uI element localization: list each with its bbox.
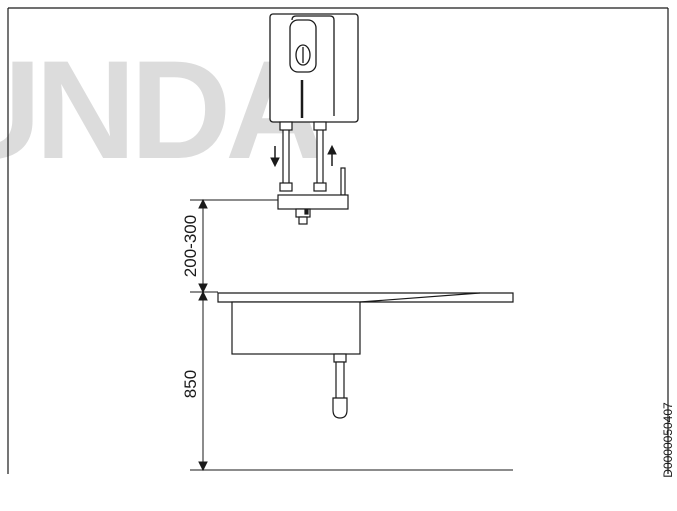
- water-heater: [269, 13, 359, 123]
- dimension-line-sink-height: [198, 290, 208, 472]
- arrow-up-icon: [327, 144, 337, 166]
- arrow-down-icon: [270, 146, 280, 168]
- dimension-line-clearance: [198, 198, 208, 294]
- drawing-number: D0000050407: [661, 402, 675, 478]
- drawing-frame: [7, 7, 669, 474]
- dimension-label-clearance: 200-300: [181, 215, 200, 277]
- tap-fitting: [277, 194, 349, 225]
- water-pipes: [279, 121, 346, 196]
- reference-lines: [190, 199, 513, 471]
- sink: [217, 292, 514, 419]
- dimension-label-sink-height: 850: [181, 370, 200, 398]
